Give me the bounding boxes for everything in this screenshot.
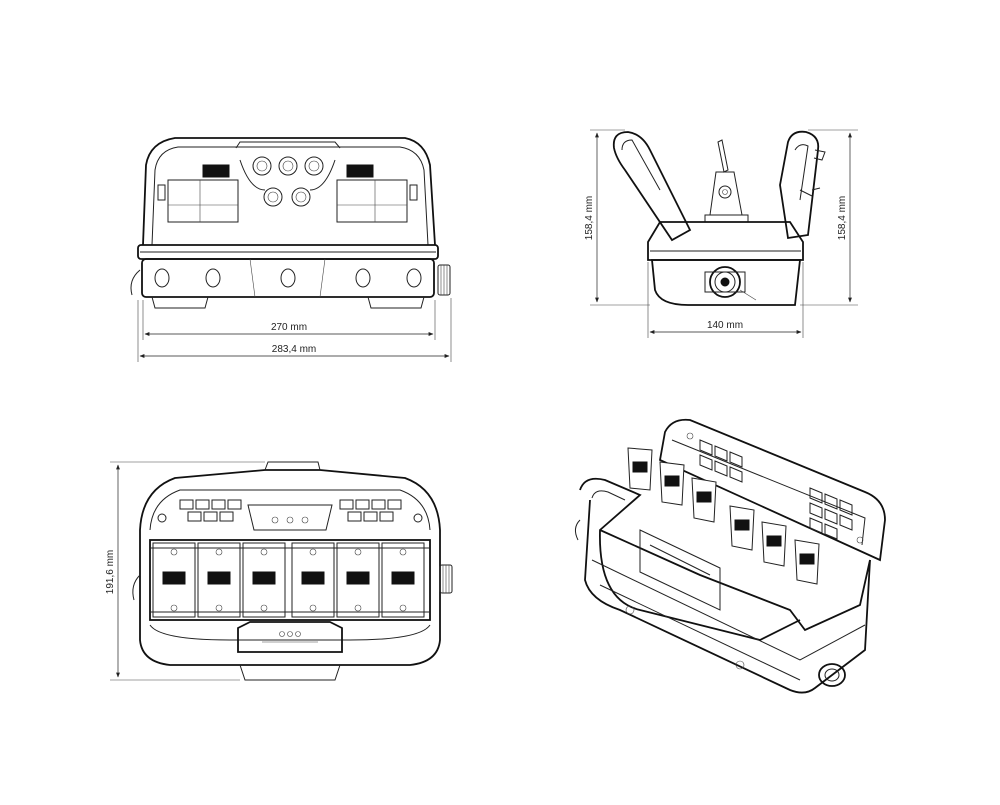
iso-levers <box>627 447 820 585</box>
side-view <box>590 129 858 338</box>
top-view <box>110 461 453 681</box>
front-inner-width-label: 270 mm <box>271 322 307 333</box>
top-view-modules <box>152 542 425 618</box>
isometric-view <box>574 418 886 694</box>
front-overall-width-label: 283,4 mm <box>272 344 316 355</box>
top-depth-label: 191,6 mm <box>105 550 116 594</box>
side-height-right-label: 158,4 mm <box>837 196 848 240</box>
iso-panel-grid <box>699 439 853 540</box>
side-width-label: 140 mm <box>707 320 743 331</box>
side-height-left-label: 158,4 mm <box>584 196 595 240</box>
front-view <box>130 137 452 362</box>
